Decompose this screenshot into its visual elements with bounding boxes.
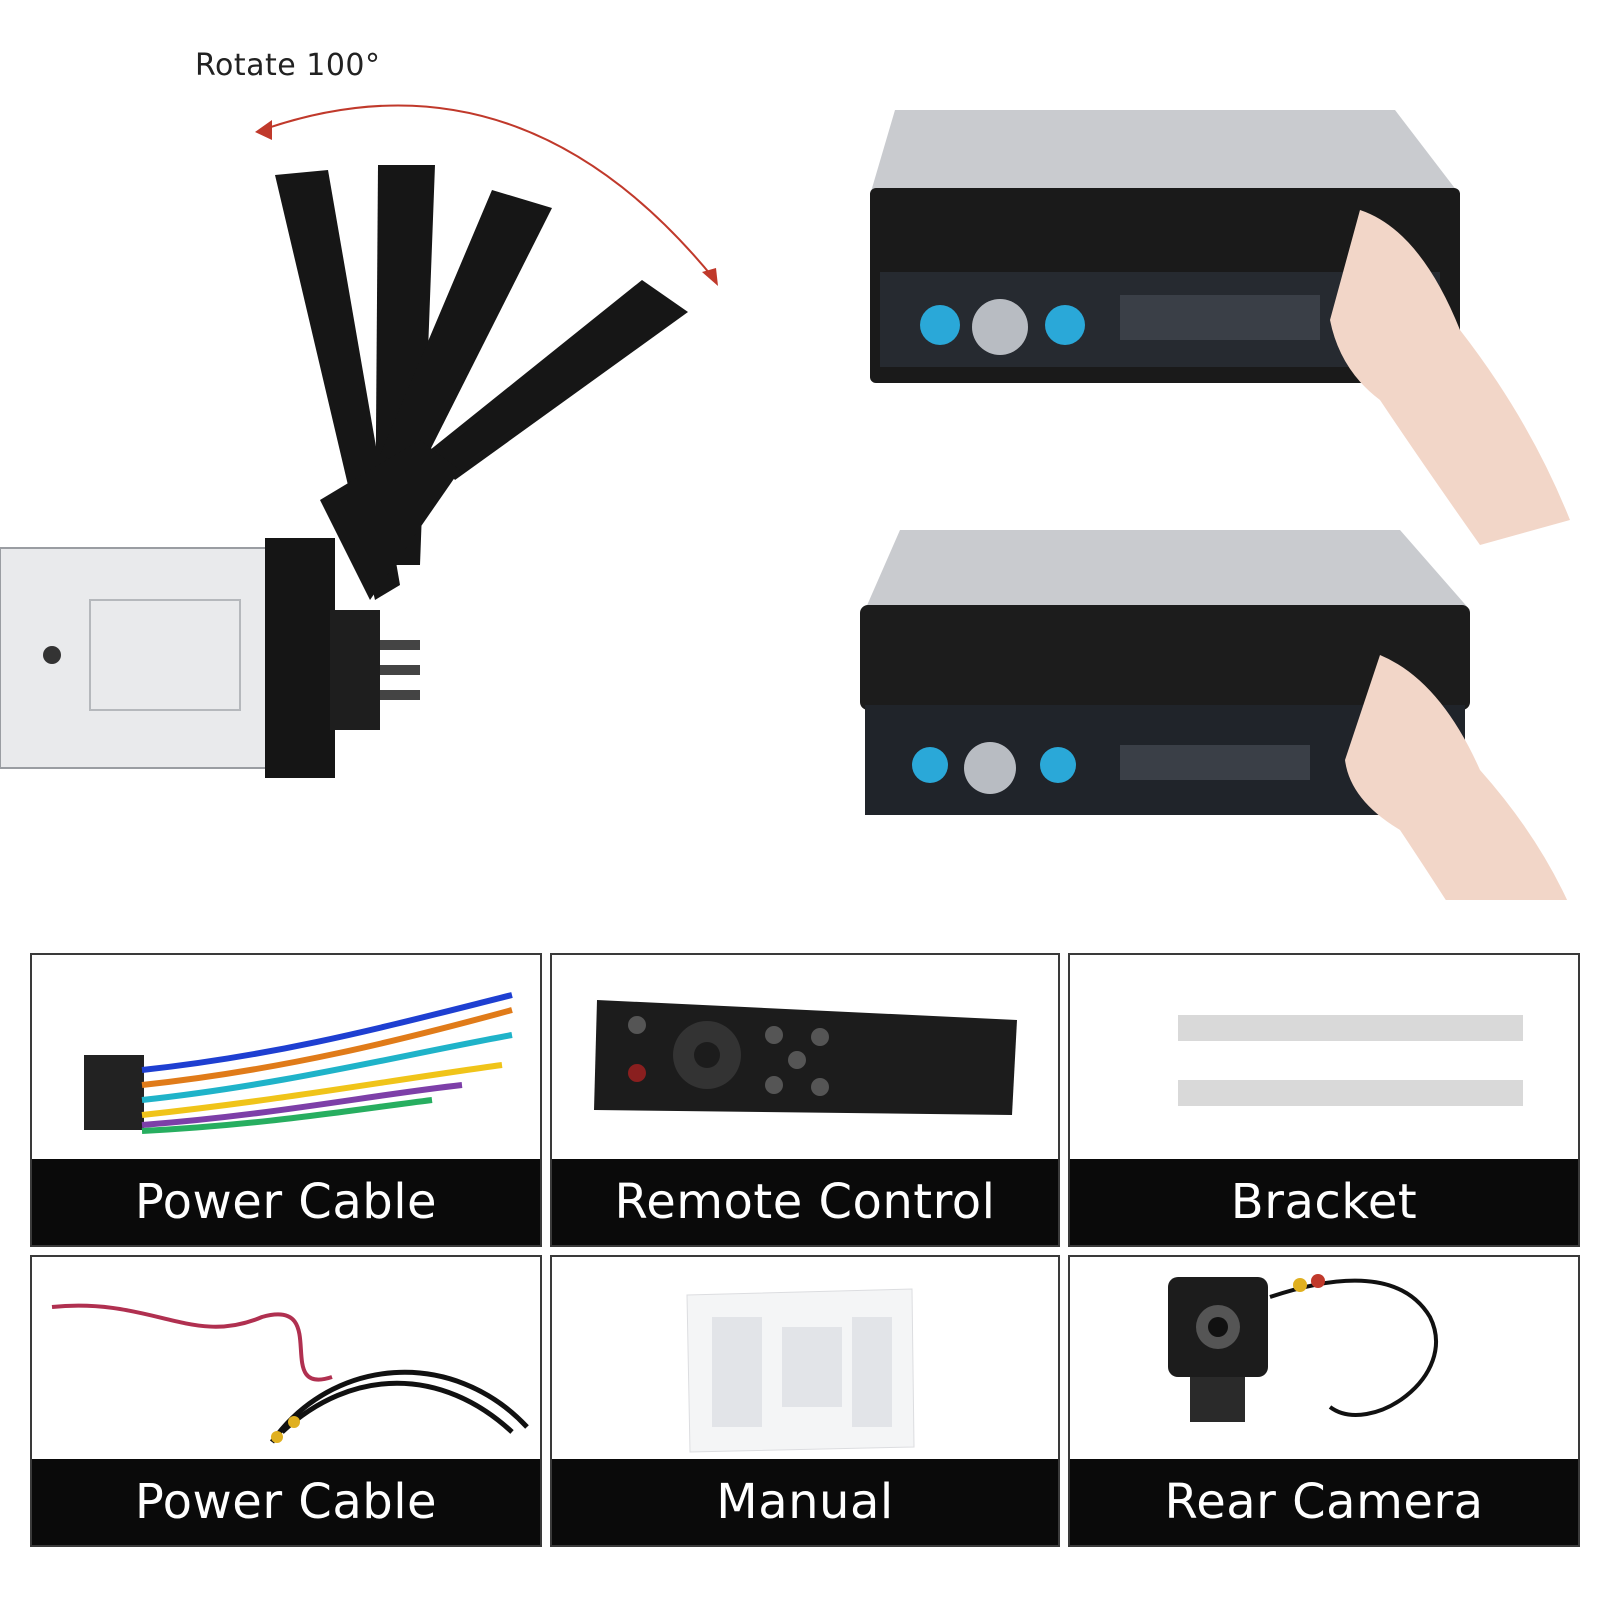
accessory-cell-bracket: Bracket	[1068, 953, 1580, 1247]
head-unit-closed	[870, 110, 1460, 383]
accessory-label: Manual	[552, 1459, 1058, 1545]
accessory-cell-remote-control: Remote Control	[550, 953, 1060, 1247]
accessory-label: Rear Camera	[1070, 1459, 1578, 1545]
power-cable-wires-icon	[51, 1303, 529, 1444]
rotate-label: Rotate 100°	[195, 48, 381, 83]
radio-chassis-side	[0, 538, 420, 778]
remote-control-icon	[594, 1000, 1017, 1115]
accessory-cell-power-cable-2: Power Cable	[30, 1255, 542, 1547]
rear-camera-icon	[1168, 1274, 1438, 1422]
accessory-cell-manual: Manual	[550, 1255, 1060, 1547]
accessory-cell-power-cable: Power Cable	[30, 953, 542, 1247]
rotating-panels	[275, 165, 688, 600]
rotation-illustration	[0, 104, 1570, 900]
manual-icon	[686, 1288, 915, 1453]
accessory-label: Remote Control	[552, 1159, 1058, 1245]
accessory-label: Bracket	[1070, 1159, 1578, 1245]
accessory-cell-rear-camera: Rear Camera	[1068, 1255, 1580, 1547]
rotate-arrow-icon	[255, 104, 718, 286]
hand-icon	[1330, 210, 1570, 545]
power-cable-harness-icon	[84, 992, 513, 1134]
hand-icon	[1345, 655, 1568, 900]
bracket-icon	[1178, 1015, 1523, 1106]
accessory-label: Power Cable	[32, 1459, 540, 1545]
accessory-label: Power Cable	[32, 1159, 540, 1245]
